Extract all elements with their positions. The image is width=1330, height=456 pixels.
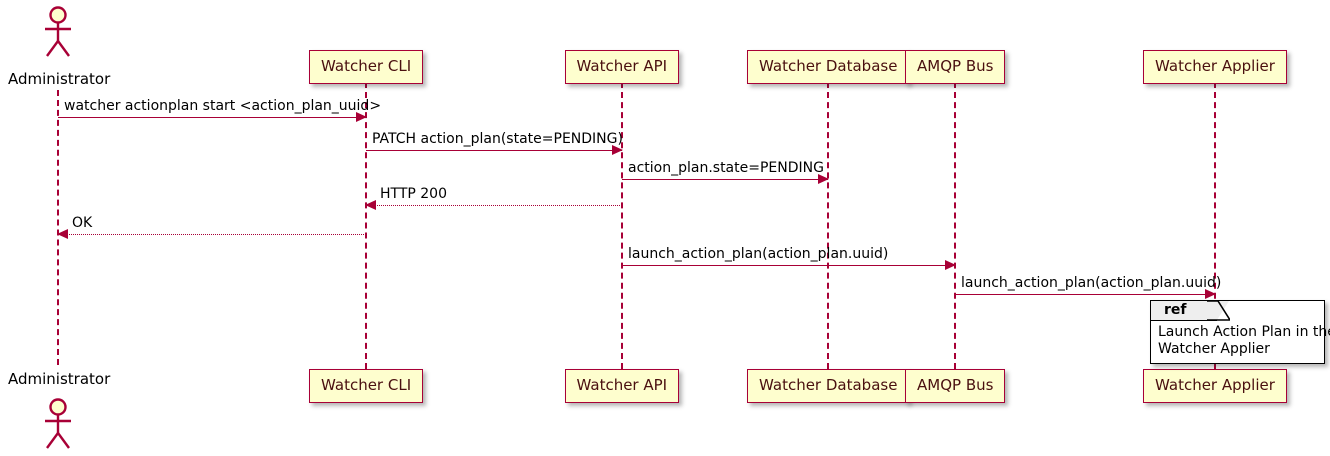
participant-label: Watcher API	[576, 57, 668, 75]
message-label: action_plan.state=PENDING	[628, 160, 824, 176]
lifeline-watcher-api	[621, 82, 623, 369]
arrowhead-icon	[356, 112, 367, 122]
arrowhead-icon	[818, 174, 829, 184]
actor-administrator-bottom	[40, 398, 76, 450]
participant-watcher-cli-bottom[interactable]: Watcher CLI	[309, 369, 424, 403]
participant-amqp-bus-bottom[interactable]: AMQP Bus	[905, 369, 1006, 403]
participant-watcher-api-bottom[interactable]: Watcher API	[564, 369, 680, 403]
ref-fragment-line: Watcher Applier	[1158, 341, 1270, 358]
lifeline-administrator	[57, 90, 59, 365]
participant-watcher-api-top[interactable]: Watcher API	[564, 50, 680, 84]
lifeline-watcher-applier	[1214, 82, 1216, 369]
ref-fragment-corner-icon	[1217, 301, 1229, 320]
ref-fragment-tab-label: ref	[1164, 302, 1187, 318]
arrowhead-icon	[57, 229, 68, 239]
lifeline-watcher-cli	[365, 82, 367, 369]
participant-watcher-applier-top[interactable]: Watcher Applier	[1143, 50, 1287, 84]
message-line	[955, 294, 1215, 295]
participant-label: Watcher Applier	[1155, 376, 1275, 394]
participant-watcher-applier-bottom[interactable]: Watcher Applier	[1143, 369, 1287, 403]
message-line	[622, 179, 828, 180]
message-label: launch_action_plan(action_plan.uuid)	[961, 275, 1222, 291]
message-line	[366, 205, 622, 206]
participant-label: Watcher Database	[759, 57, 898, 75]
participant-label: AMQP Bus	[917, 376, 994, 394]
participant-amqp-bus-top[interactable]: AMQP Bus	[905, 50, 1006, 84]
participant-label: Watcher CLI	[321, 57, 412, 75]
message-label: OK	[72, 215, 93, 231]
participant-label: Watcher Database	[759, 376, 898, 394]
message-line	[58, 117, 366, 118]
arrowhead-icon	[945, 260, 956, 270]
message-label: PATCH action_plan(state=PENDING)	[372, 131, 623, 147]
participant-watcher-cli-top[interactable]: Watcher CLI	[309, 50, 424, 84]
lifeline-watcher-database	[827, 82, 829, 369]
lifeline-amqp-bus	[954, 82, 956, 369]
arrowhead-icon	[365, 200, 376, 210]
message-line	[58, 234, 366, 235]
actor-administrator-bottom-label: Administrator	[8, 370, 111, 388]
participant-label: Watcher API	[576, 376, 668, 394]
actor-administrator-top-label: Administrator	[8, 70, 111, 88]
message-line	[622, 265, 955, 266]
ref-fragment-tab: ref	[1151, 301, 1230, 321]
message-label: HTTP 200	[380, 186, 447, 202]
participant-label: Watcher CLI	[321, 376, 412, 394]
ref-fragment-line: Launch Action Plan in the	[1158, 324, 1330, 340]
arrowhead-icon	[612, 145, 623, 155]
participant-watcher-database-top[interactable]: Watcher Database	[747, 50, 910, 84]
arrowhead-icon	[1205, 289, 1216, 299]
participant-watcher-database-bottom[interactable]: Watcher Database	[747, 369, 910, 403]
actor-administrator-top	[40, 6, 76, 58]
participant-label: AMQP Bus	[917, 57, 994, 75]
message-label: watcher actionplan start <action_plan_uu…	[64, 98, 382, 114]
participant-label: Watcher Applier	[1155, 57, 1275, 75]
message-line	[366, 150, 622, 151]
message-label: launch_action_plan(action_plan.uuid)	[628, 246, 889, 262]
